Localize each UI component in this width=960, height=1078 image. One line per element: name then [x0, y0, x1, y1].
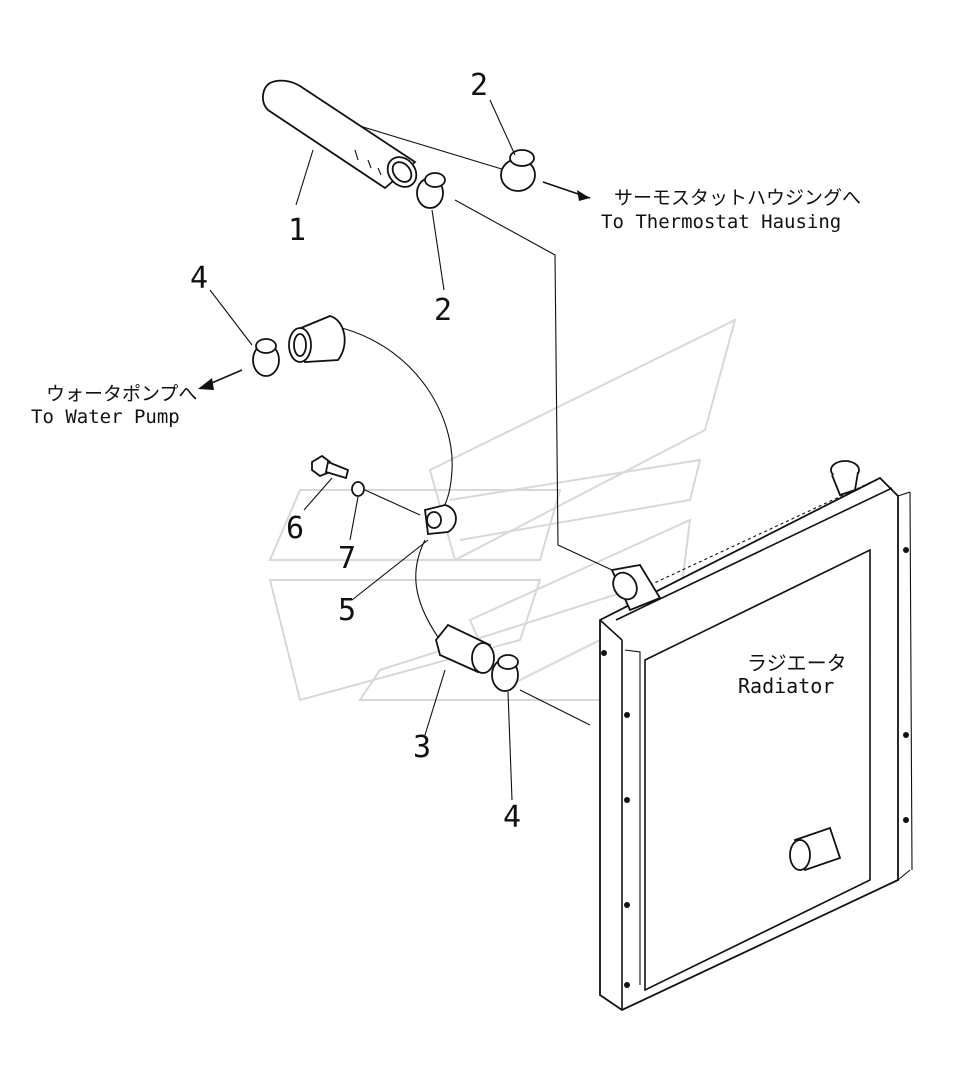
pump-note-en: To Water Pump: [31, 406, 180, 428]
callout-clamp-mid: 2: [434, 293, 452, 328]
pump-note-jp: ウォータポンプへ: [46, 383, 197, 405]
upper-hose-part: [262, 79, 418, 190]
callout-hose-lower: 3: [413, 730, 431, 765]
clip-part: [424, 504, 457, 535]
callout-hose-upper: 1: [288, 213, 306, 248]
hose-clamp-left: [252, 338, 280, 377]
callout-bolt: 6: [286, 511, 304, 546]
radiator-part: [599, 460, 913, 1012]
callout-clamp-left: 4: [190, 261, 208, 296]
callout-washer: 7: [338, 541, 356, 576]
thermostat-note-jp: サーモスタットハウジングへ: [614, 187, 861, 209]
radiator-label-en: Radiator: [738, 674, 834, 698]
pump-hose-end: [288, 315, 346, 363]
hose-clamp-top: [500, 149, 536, 192]
washer-part: [351, 481, 365, 497]
lower-hose-part: [435, 623, 495, 674]
callout-clamp-top: 2: [470, 68, 488, 103]
hose-clamp-lower: [491, 654, 519, 692]
thermostat-note-en: To Thermostat Hausing: [601, 211, 841, 233]
arrow-to-thermostat: [542, 181, 591, 201]
bolt-part: [311, 454, 350, 480]
callout-leaders: [209, 99, 516, 801]
arrow-to-water-pump: [198, 369, 243, 390]
callout-clamp-lower: 4: [503, 800, 521, 835]
callout-clip: 5: [338, 593, 356, 628]
radiator-label-jp: ラジエータ: [747, 651, 847, 675]
hose-clamp-mid: [416, 172, 446, 209]
